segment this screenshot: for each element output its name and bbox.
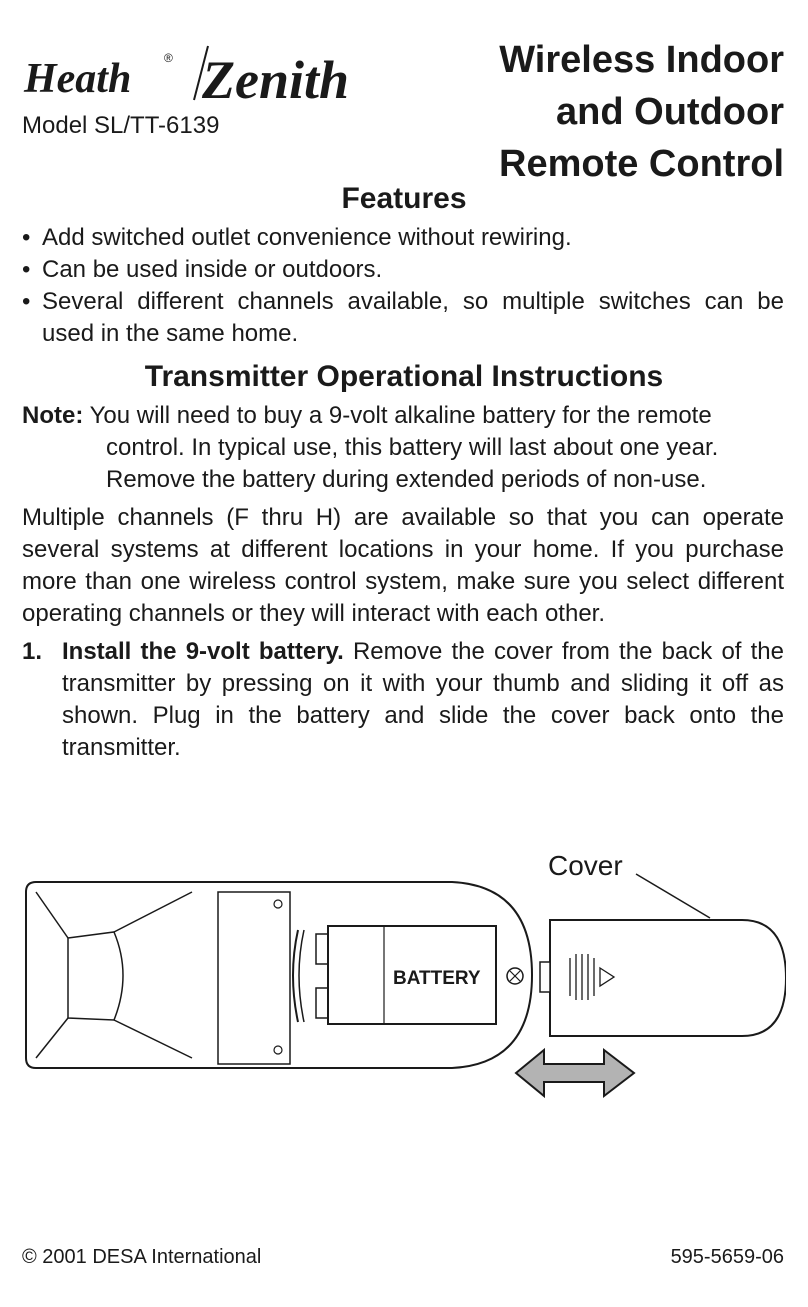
logo-zenith-text: Zenith — [201, 50, 349, 106]
list-item: • Add switched outlet convenience withou… — [22, 222, 784, 254]
list-item-text: Add switched outlet convenience without … — [42, 224, 572, 251]
list-item: • Several different channels available, … — [22, 286, 784, 350]
step-body: Install the 9-volt battery. Remove the c… — [22, 636, 784, 764]
note-label: Note: — [22, 402, 84, 429]
compartment-edge — [298, 929, 305, 1023]
part-number: 595-5659-06 — [670, 1246, 784, 1268]
cover-grip-icon — [569, 954, 595, 1000]
title-line: Wireless Indoor — [499, 39, 784, 81]
list-item: • Can be used inside or outdoors. — [22, 254, 784, 286]
triangle-arrow-icon — [599, 966, 616, 988]
step-text: Remove the cover from the back of the tr… — [62, 638, 785, 761]
step-lead: Install the 9-volt battery. — [62, 638, 344, 665]
cover-tab — [539, 961, 551, 993]
front-edge-line — [35, 1017, 69, 1059]
heath-zenith-logo: Heath ® Zenith — [23, 45, 349, 106]
front-edge-line — [35, 891, 69, 939]
note-text-first: You will need to buy a 9-volt alkaline b… — [83, 402, 712, 429]
front-edge-line — [113, 891, 193, 933]
logo-heath-text: Heath — [23, 56, 131, 102]
copyright: © 2001 DESA International — [22, 1246, 262, 1268]
transmitter-diagram: BATTERY — [25, 873, 786, 1099]
cover-callout-label: Cover — [548, 850, 623, 881]
features-list: • Add switched outlet convenience withou… — [22, 222, 784, 350]
plate-screw-icon — [273, 1045, 283, 1055]
note-text-rest: control. In typical use, this battery wi… — [106, 434, 719, 493]
compartment-edge — [292, 929, 299, 1023]
battery-cover — [549, 919, 786, 1037]
channel-plate — [217, 891, 291, 1065]
double-arrow-icon — [514, 1047, 636, 1099]
lens-panel — [67, 931, 124, 1021]
bullet-icon: • — [22, 288, 31, 315]
title-line: and Outdoor — [556, 91, 784, 133]
document-title: Wireless Indoor and Outdoor Remote Contr… — [499, 34, 784, 190]
instructions-heading: Transmitter Operational Instructions — [144, 360, 664, 393]
step-item: 1. Install the 9-volt battery. Remove th… — [22, 636, 784, 764]
channels-paragraph: Multiple channels (F thru H) are availab… — [22, 504, 784, 627]
note-block: Note: You will need to buy a 9-volt alka… — [22, 400, 784, 496]
step-number: 1. — [22, 638, 43, 665]
features-heading: Features — [341, 182, 467, 215]
list-item-text: Several different channels available, so… — [42, 288, 784, 347]
model-number: Model SL/TT-6139 — [22, 112, 220, 139]
registered-mark: ® — [164, 51, 173, 65]
bullet-icon: • — [22, 256, 31, 283]
note-first-line: Note: You will need to buy a 9-volt alka… — [22, 400, 784, 432]
title-line: Remote Control — [499, 143, 784, 185]
logo-divider — [193, 45, 209, 101]
list-item-text: Can be used inside or outdoors. — [42, 256, 383, 283]
bullet-icon: • — [22, 224, 31, 251]
battery — [327, 925, 497, 1025]
cover-callout-line — [635, 873, 711, 919]
battery-label: BATTERY — [393, 968, 481, 989]
front-edge-line — [113, 1019, 193, 1059]
plate-screw-icon — [273, 899, 283, 909]
